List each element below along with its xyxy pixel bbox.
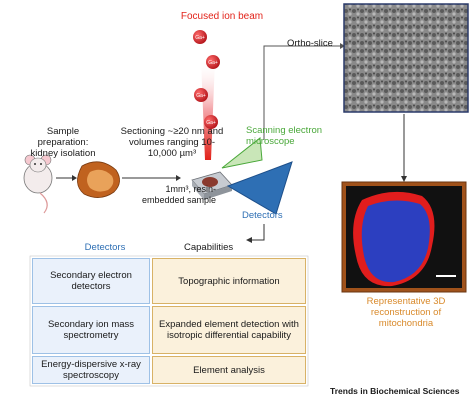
table-header-detectors: Detectors bbox=[84, 242, 126, 253]
sample-block-label: 1mm³, resin-embedded sample bbox=[141, 184, 216, 205]
ga-ion-label-1: Ga+ bbox=[195, 35, 205, 41]
ga-ion-4 bbox=[204, 115, 218, 129]
sem-beam bbox=[221, 137, 263, 169]
ga-ion-label-3: Ga+ bbox=[196, 93, 206, 99]
kidney-illustration bbox=[77, 161, 120, 198]
ortho-slice-label: Ortho-slice bbox=[287, 38, 333, 49]
ga-ion-1 bbox=[193, 30, 207, 44]
sample-block bbox=[191, 171, 233, 200]
ga-ion-3 bbox=[194, 88, 208, 102]
ortho-slice-image bbox=[343, 3, 469, 113]
connector-ortho bbox=[263, 45, 340, 140]
ga-ion-label-4: Ga+ bbox=[206, 120, 216, 126]
ga-ion-label-2: Ga+ bbox=[208, 60, 218, 66]
fib-title: Focused ion beam bbox=[180, 11, 264, 22]
sem-label: Scanning electron microscope bbox=[246, 125, 323, 147]
journal-footer: Trends in Biochemical Sciences bbox=[330, 386, 460, 396]
detector-shape bbox=[226, 161, 293, 215]
table-row-3-detector: Energy-dispersive x-ray spectroscopy bbox=[32, 356, 150, 384]
table-row-2-capability: Expanded element detection with isotropi… bbox=[152, 306, 306, 354]
sectioning-label: Sectioning ~≥20 nm and volumes ranging 1… bbox=[120, 126, 224, 159]
table-row-2-detector: Secondary ion mass spectrometry bbox=[32, 306, 150, 354]
ion-beam bbox=[201, 60, 215, 160]
ga-ion-2 bbox=[206, 55, 220, 69]
connector-capabilities bbox=[252, 224, 265, 241]
detectors-label: Detectors bbox=[242, 210, 283, 221]
mouse-illustration bbox=[23, 154, 53, 214]
table-row-1-detector: Secondary electron detectors bbox=[32, 258, 150, 304]
table-header-capabilities: Capabilities bbox=[184, 242, 234, 253]
table-row-1-capability: Topographic information bbox=[152, 258, 306, 304]
reconstruction-label: Representative 3D reconstruction of mito… bbox=[366, 296, 446, 329]
table-row-3-capability: Element analysis bbox=[152, 356, 306, 384]
sample-prep-label: Sample preparation: kidney isolation bbox=[30, 126, 96, 159]
